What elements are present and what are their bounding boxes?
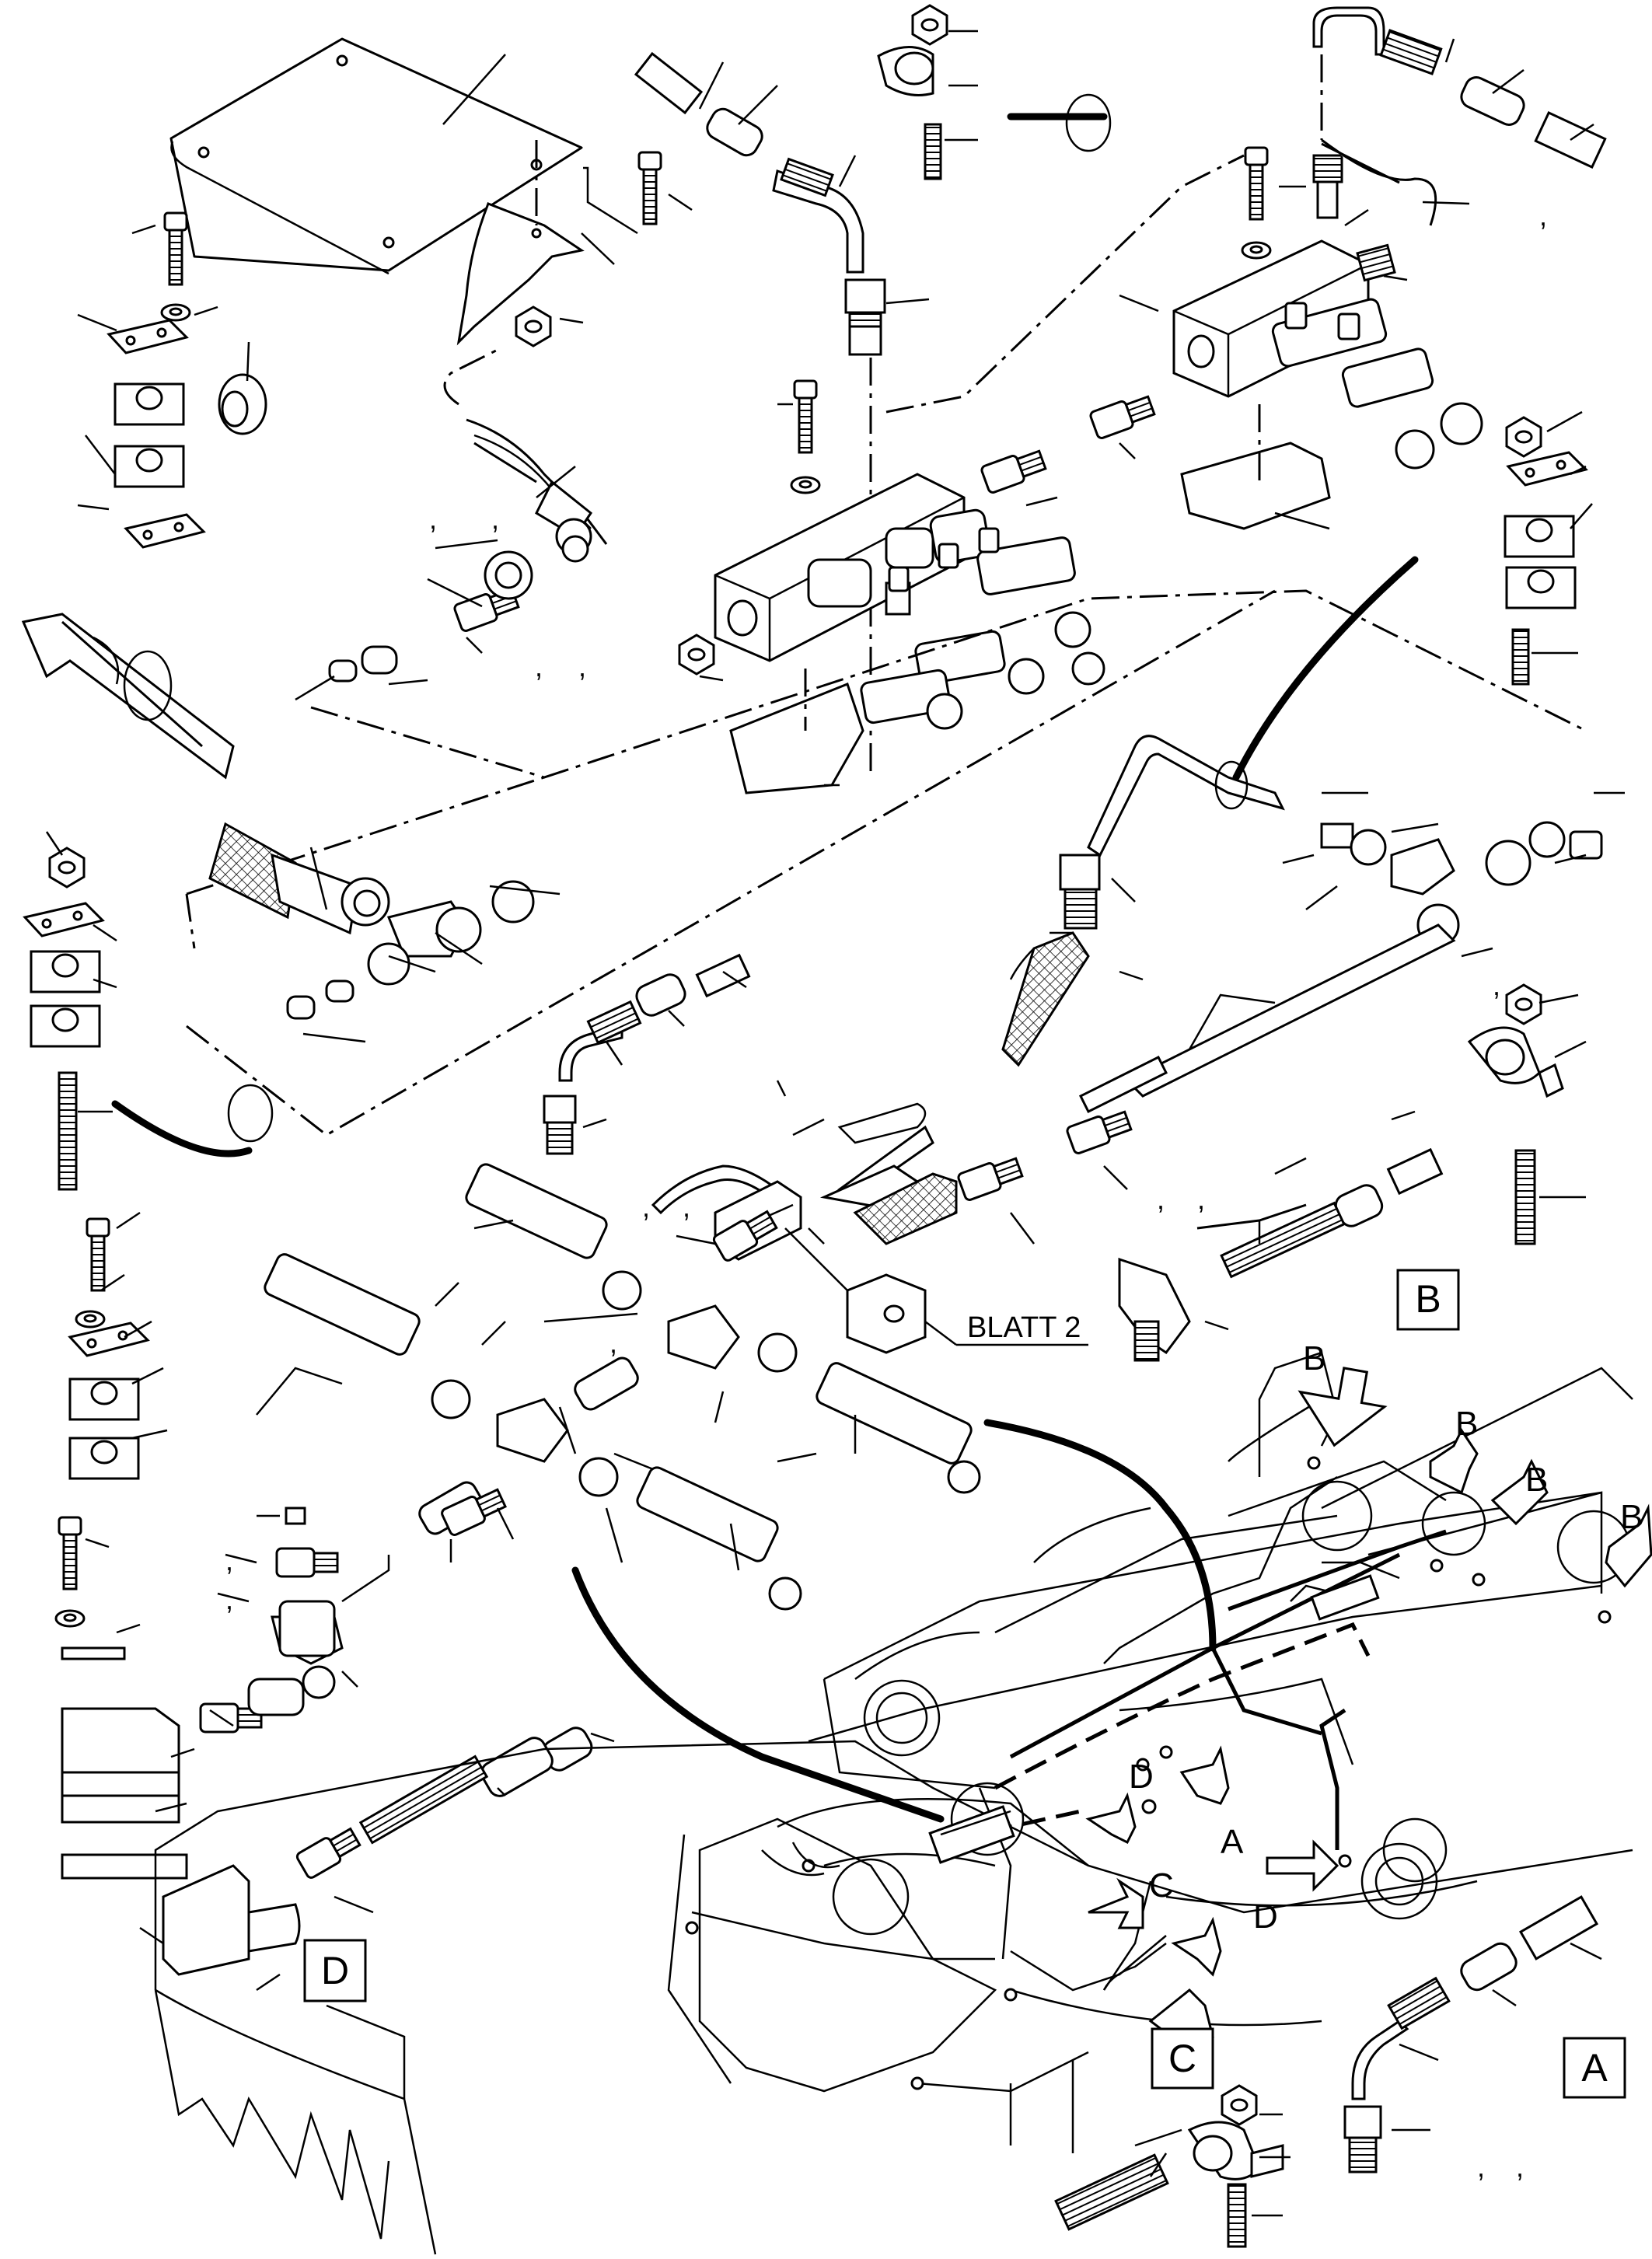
lower-left-fittings <box>139 1507 615 1992</box>
left-clamp-stack-middle <box>23 831 117 1191</box>
callout-letter-b-3: B <box>1525 1461 1548 1499</box>
hose-routing-lines <box>685 1351 1612 2153</box>
bottom-parts <box>1054 1895 1602 2248</box>
separator-marks: , , , , , , , , , , , , , , , <box>225 200 1547 2183</box>
left-clamp-stack-lower <box>54 1211 195 1880</box>
cross-manifold-assembly <box>256 1163 981 1611</box>
blatt-2-label: BLATT 2 <box>967 1311 1081 1344</box>
separator-mark: , <box>491 503 499 535</box>
upper-hose-left <box>21 348 608 780</box>
distribution-block-center <box>678 379 1158 794</box>
distribution-block-right <box>1119 146 1483 530</box>
top-clamp-small <box>877 4 1112 180</box>
separator-mark: , <box>535 651 543 683</box>
separator-mark: , <box>1539 200 1547 232</box>
separator-mark: , <box>1157 1183 1165 1215</box>
view-box-d: D <box>303 1939 367 2002</box>
mid-right-fittings <box>955 983 1587 1362</box>
separator-mark: , <box>1477 2151 1485 2183</box>
center-hoses <box>543 953 958 1264</box>
machine-body <box>154 1367 1633 2255</box>
view-box-a: A <box>1563 2037 1626 2099</box>
view-box-a-label: A <box>1581 2046 1608 2090</box>
separator-mark: , <box>1516 2151 1524 2183</box>
blatt2-reference: BLATT 2 <box>784 1227 1088 1354</box>
top-hose-line <box>634 51 930 777</box>
curved-arrows <box>571 1419 1217 1877</box>
separator-mark: , <box>1493 969 1500 1001</box>
callout-letter-a-1: A <box>1221 1823 1244 1861</box>
view-box-b: B <box>1396 1269 1460 1331</box>
right-clamp-stack-top <box>1504 410 1593 686</box>
separator-mark: , <box>683 1191 690 1223</box>
separator-mark: , <box>578 651 586 683</box>
separator-mark: , <box>1197 1183 1205 1215</box>
separator-mark: , <box>609 1327 617 1359</box>
callout-letters: B B B B D A C D <box>1129 1339 1643 1936</box>
callout-arrows <box>1085 1367 1652 2046</box>
right-mid-hose <box>1001 556 1625 1114</box>
callout-letter-d-1: D <box>1129 1758 1154 1796</box>
left-clamp-stack-top <box>77 211 267 549</box>
separator-mark: , <box>429 503 437 535</box>
view-box-b-label: B <box>1415 1277 1441 1321</box>
callout-letter-b-1: B <box>1303 1339 1325 1377</box>
callout-letter-b-2: B <box>1455 1405 1478 1443</box>
cover-plate-assembly <box>169 37 693 347</box>
callout-letter-d-2: D <box>1253 1898 1278 1936</box>
separator-mark: , <box>642 1191 650 1223</box>
boxed-view-labels: B D C A <box>303 1269 1626 2099</box>
view-box-c-label: C <box>1168 2037 1196 2080</box>
separator-mark: , <box>225 1545 233 1576</box>
view-box-d-label: D <box>321 1949 349 1992</box>
callout-letter-c-1: C <box>1149 1866 1174 1905</box>
callout-letter-b-4: B <box>1620 1498 1643 1536</box>
left-hose-fittings <box>111 822 561 1157</box>
top-right-hose <box>1312 6 1607 226</box>
view-box-c: C <box>1151 2027 1214 2090</box>
separator-mark: , <box>225 1583 233 1615</box>
